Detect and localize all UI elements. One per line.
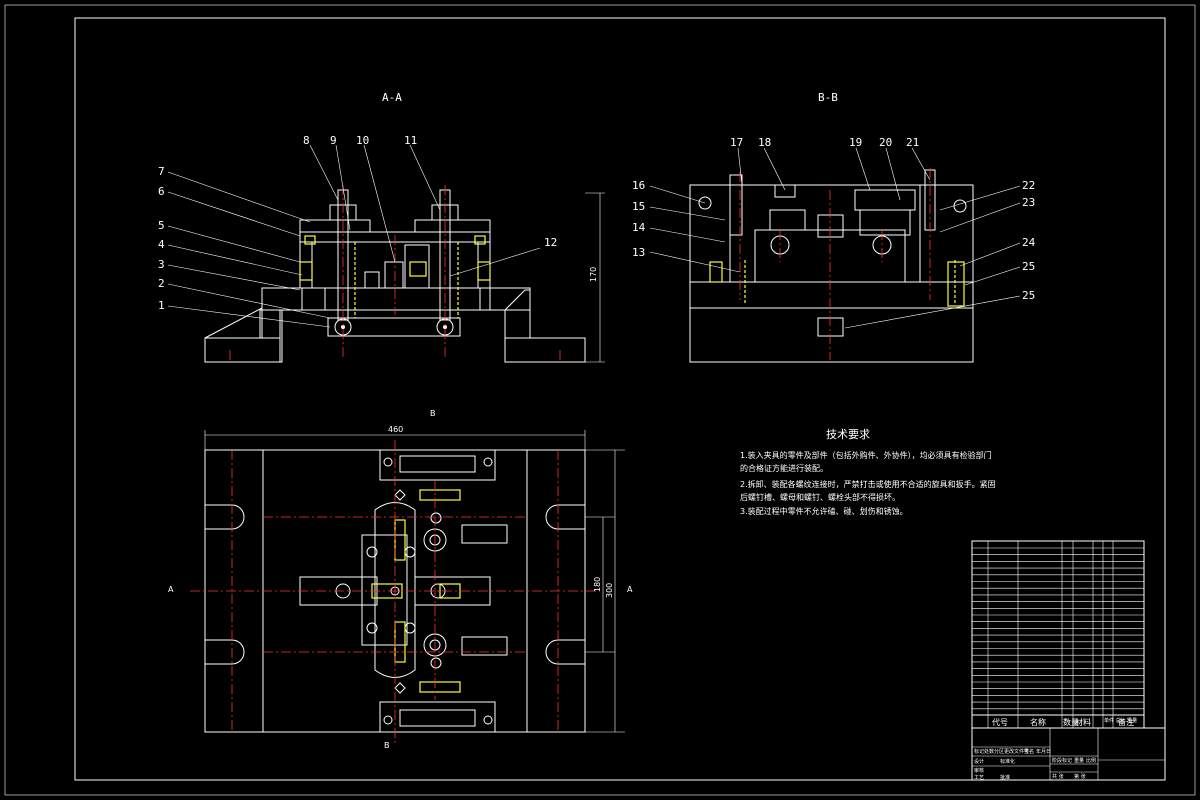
plan-view: 460 B B A A <box>168 409 633 750</box>
title-block: 标记 处数 分区 更改文件号 签名 年月日 设计 标准化 审核 工艺 批准 阶段… <box>971 727 1166 781</box>
tb-label-10: 批准 <box>1000 774 1010 781</box>
callout-10: 10 <box>356 134 369 147</box>
section-aa-callouts: 1 2 3 4 5 6 7 8 9 10 11 12 <box>158 134 557 328</box>
bom-header-qty: 数量 <box>1063 717 1079 727</box>
callout-21: 21 <box>906 136 919 149</box>
tb-label-15: 第 张 <box>1074 773 1086 780</box>
callout-4: 4 <box>158 238 165 251</box>
callout-8: 8 <box>303 134 310 147</box>
callout-20: 20 <box>879 136 892 149</box>
tb-label-3: 更改文件号 <box>1004 748 1029 755</box>
callout-5: 5 <box>158 219 165 232</box>
bom-table: 代号 名称 数量 材料 单件 总计 重量 备注 <box>971 540 1145 729</box>
callout-16: 16 <box>632 179 645 192</box>
plan-width-dim: 460 <box>388 425 403 434</box>
inner-border <box>74 17 1166 781</box>
section-aa-title: A-A <box>382 91 402 104</box>
plan-dim-300: 300 <box>605 583 614 598</box>
outer-border <box>4 4 1196 796</box>
bom-header-weight: 单件 总计 重量 <box>1104 717 1137 724</box>
tech-req-line-5: 3.装配过程中零件不允许磕、碰、划伤和锈蚀。 <box>740 506 908 516</box>
callout-25b: 25 <box>1022 289 1035 302</box>
callout-9: 9 <box>330 134 337 147</box>
plan-b-marker-bottom: B <box>384 741 390 750</box>
tb-label-6: 设计 <box>974 758 984 765</box>
tb-label-7: 标准化 <box>1000 758 1015 765</box>
tb-label-14: 共 张 <box>1052 773 1064 780</box>
section-bb-title: B-B <box>818 91 838 104</box>
plan-dim-180: 180 <box>593 577 602 592</box>
callout-17: 17 <box>730 136 743 149</box>
tech-req-line-2: 的合格证方能进行装配。 <box>740 463 828 473</box>
callout-1: 1 <box>158 299 165 312</box>
tb-label-1: 处数 <box>984 748 994 755</box>
callout-24: 24 <box>1022 236 1036 249</box>
section-bb-view: B-B <box>689 91 974 363</box>
section-bb-callouts: 13 14 15 16 17 18 19 20 21 22 23 24 25 2… <box>632 136 1036 329</box>
section-aa-view: A-A <box>204 91 605 363</box>
tech-req-line-4: 后螺钉槽、螺母和螺钉、螺栓头部不得损坏。 <box>740 492 900 502</box>
callout-3: 3 <box>158 258 165 271</box>
callout-2: 2 <box>158 277 165 290</box>
plan-a-marker-left: A <box>168 585 174 594</box>
tb-label-5: 年月日 <box>1036 748 1051 755</box>
section-aa-height-dim: 170 <box>589 267 598 282</box>
tb-label-9: 工艺 <box>974 775 984 781</box>
bom-header-remark: 备注 <box>1118 717 1134 727</box>
technical-requirements: 技术要求 1.装入夹具的零件及部件（包括外购件、外协件），均必须具有检验部门 的… <box>740 428 996 516</box>
tech-req-line-1: 1.装入夹具的零件及部件（包括外购件、外协件），均必须具有检验部门 <box>740 450 992 460</box>
callout-19: 19 <box>849 136 862 149</box>
tb-label-2: 分区 <box>994 748 1004 755</box>
bom-header-name: 名称 <box>1030 717 1046 727</box>
callout-25a: 25 <box>1022 260 1035 273</box>
tb-label-12: 重量 <box>1074 757 1084 764</box>
tb-label-8: 审核 <box>974 767 984 774</box>
bom-header-material: 材料 <box>1075 717 1091 727</box>
tb-label-11: 阶段标记 <box>1052 757 1072 764</box>
callout-22: 22 <box>1022 179 1035 192</box>
tb-label-4: 签名 <box>1024 748 1034 755</box>
callout-7: 7 <box>158 165 165 178</box>
plan-a-marker-right: A <box>627 585 633 594</box>
callout-12: 12 <box>544 236 557 249</box>
tech-req-title: 技术要求 <box>826 428 870 441</box>
callout-15: 15 <box>632 200 645 213</box>
tb-label-0: 标记 <box>974 748 984 755</box>
tb-label-13: 比例 <box>1086 757 1096 764</box>
callout-6: 6 <box>158 185 165 198</box>
callout-11: 11 <box>404 134 417 147</box>
callout-13: 13 <box>632 246 645 259</box>
plan-b-marker-top: B <box>430 409 436 418</box>
callout-14: 14 <box>632 221 646 234</box>
bom-header-code: 代号 <box>992 717 1008 727</box>
callout-23: 23 <box>1022 196 1035 209</box>
callout-18: 18 <box>758 136 771 149</box>
tech-req-line-3: 2.拆卸、装配各螺纹连接时，严禁打击或使用不合适的旋具和扳手。紧固 <box>740 479 996 489</box>
